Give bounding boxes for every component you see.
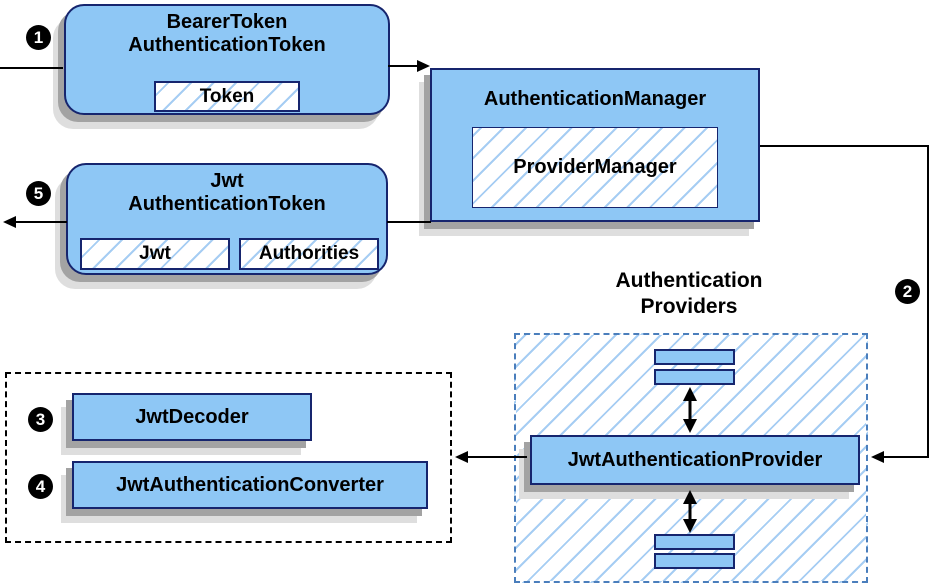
jwt-authentication-provider-box: JwtAuthenticationProvider bbox=[530, 435, 860, 485]
step-badge-3: 3 bbox=[28, 407, 53, 432]
provider-stack-bar-top-1 bbox=[654, 349, 735, 365]
authentication-providers-heading: Authentication Providers bbox=[569, 268, 809, 320]
authentication-manager-box: AuthenticationManager ProviderManager bbox=[430, 68, 760, 222]
jwt-authentication-provider-label: JwtAuthenticationProvider bbox=[567, 448, 823, 471]
box-title: AuthenticationManager bbox=[483, 88, 707, 110]
jwt-authentication-converter-label: JwtAuthenticationConverter bbox=[116, 473, 384, 496]
step-number: 1 bbox=[33, 28, 44, 47]
token-field: Token bbox=[154, 81, 300, 112]
heading-line1: Authentication bbox=[615, 269, 763, 292]
provider-to-components-arrowhead bbox=[455, 451, 468, 463]
box-title-line2: AuthenticationToken bbox=[128, 34, 326, 56]
box-title: Jwt AuthenticationToken bbox=[68, 165, 386, 216]
provider-manager-label: ProviderManager bbox=[513, 156, 677, 178]
step-number: 2 bbox=[902, 282, 913, 301]
provider-stack-bar-top-2 bbox=[654, 369, 735, 385]
provider-manager-field: ProviderManager bbox=[472, 127, 718, 208]
manager-to-provider-arrowhead bbox=[871, 451, 884, 463]
jwt-decoder-box: JwtDecoder bbox=[72, 393, 312, 441]
box-title-line2: AuthenticationToken bbox=[128, 193, 326, 215]
bearer-to-manager-arrowhead bbox=[417, 60, 430, 72]
provider-stack-bar-bottom-2 bbox=[654, 553, 735, 569]
provider-stack-bar-bottom-1 bbox=[654, 534, 735, 550]
bearer-token-authentication-token-box: BearerToken AuthenticationToken Token bbox=[64, 4, 390, 115]
box-title-line1: BearerToken bbox=[166, 11, 288, 33]
box-title: BearerToken AuthenticationToken bbox=[66, 6, 388, 57]
step-badge-2: 2 bbox=[895, 279, 920, 304]
outgoing-response-arrowhead bbox=[3, 216, 16, 228]
step-number: 5 bbox=[33, 184, 44, 203]
jwt-field: Jwt bbox=[80, 238, 230, 270]
heading-line2: Providers bbox=[640, 295, 738, 318]
token-field-label: Token bbox=[199, 85, 255, 107]
authentication-providers-group: JwtAuthenticationProvider bbox=[514, 333, 868, 583]
box-title-line1: Jwt bbox=[210, 170, 244, 192]
step-badge-5: 5 bbox=[26, 181, 51, 206]
jwt-authentication-token-box: Jwt AuthenticationToken Jwt Authorities bbox=[66, 163, 388, 275]
step-badge-4: 4 bbox=[28, 474, 53, 499]
authorities-field-label: Authorities bbox=[258, 243, 360, 264]
step-badge-1: 1 bbox=[26, 25, 51, 50]
step-number: 4 bbox=[35, 477, 46, 496]
authorities-field: Authorities bbox=[239, 238, 379, 270]
jwt-components-group bbox=[5, 372, 452, 543]
step-number: 3 bbox=[35, 410, 46, 429]
jwt-authentication-converter-box: JwtAuthenticationConverter bbox=[72, 461, 428, 509]
jwt-field-label: Jwt bbox=[139, 243, 171, 264]
jwt-decoder-label: JwtDecoder bbox=[135, 405, 249, 428]
